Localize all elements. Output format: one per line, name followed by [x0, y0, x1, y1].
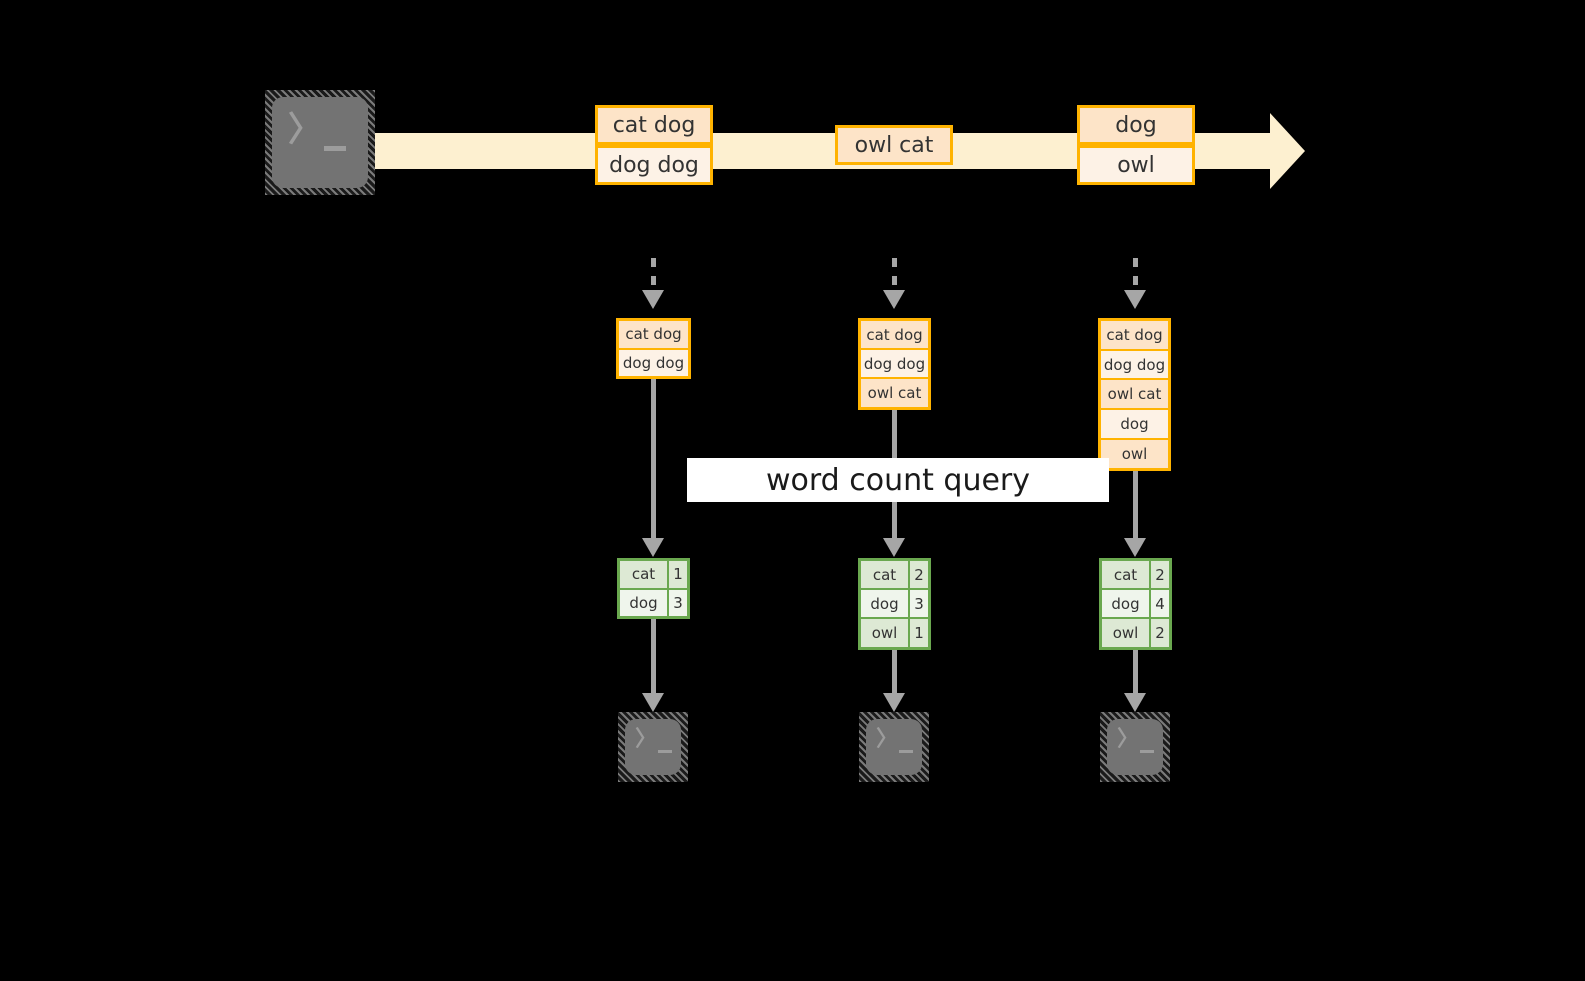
stream-event-2-line-1: owl cat: [835, 125, 953, 165]
snapshot-3-sink-arrowhead-icon: [1124, 693, 1146, 712]
snapshot-3-result-count-1: 2: [1151, 561, 1169, 589]
snapshot-3-result-word-3: owl: [1102, 619, 1149, 647]
snapshot-3-result-word-1: cat: [1102, 561, 1149, 589]
snapshot-2-result-count-1: 2: [910, 561, 928, 589]
terminal-screen: 〉: [272, 97, 368, 188]
snapshot-1-sink-arrowhead-icon: [642, 693, 664, 712]
snapshot-1-feed-dashed-line: [651, 258, 656, 290]
snapshot-1-query-line: [651, 379, 656, 538]
snapshot-3-sink-terminal-icon: 〉: [1100, 712, 1170, 782]
snapshot-1-result-word-2: dog: [620, 589, 667, 616]
terminal-screen: 〉: [866, 719, 922, 775]
snapshot-2-result-count-3: 1: [910, 619, 928, 647]
stream-arrowhead-icon: [1270, 113, 1305, 189]
stream-event-3-line-2: owl: [1077, 145, 1195, 185]
snapshot-3-sink-line: [1133, 649, 1138, 693]
snapshot-1-sink-line: [651, 619, 656, 693]
snapshot-2-input-row-1: cat dog: [861, 321, 928, 349]
snapshot-3-input-row-2: dog dog: [1101, 350, 1168, 379]
terminal-screen: 〉: [625, 719, 681, 775]
stream-event-1-line-2: dog dog: [595, 145, 713, 185]
snapshot-2-result-word-3: owl: [861, 619, 908, 647]
stream-source-terminal-icon: 〉: [265, 90, 375, 195]
snapshot-2-sink-arrowhead-icon: [883, 693, 905, 712]
snapshot-1-input-row-2: dog dog: [619, 349, 688, 376]
terminal-prompt-chevron-icon: 〉: [635, 727, 657, 753]
snapshot-3-feed-dashed-line: [1133, 258, 1138, 290]
word-count-query-banner: word count query: [687, 458, 1109, 502]
snapshot-1-result-count-1: 1: [669, 561, 687, 588]
snapshot-3-input-row-3: owl cat: [1101, 380, 1168, 409]
terminal-prompt-chevron-icon: 〉: [876, 727, 898, 753]
snapshot-2-input-row-2: dog dog: [861, 350, 928, 378]
stream-event-3-line-1: dog: [1077, 105, 1195, 145]
snapshot-2-result-word-2: dog: [861, 590, 908, 618]
snapshot-3-input-row-1: cat dog: [1101, 321, 1168, 349]
snapshot-1-feed-arrowhead-icon: [642, 290, 664, 309]
snapshot-2-input-row-3: owl cat: [861, 379, 928, 407]
snapshot-2-result-word-1: cat: [861, 561, 908, 589]
snapshot-1-result-word-1: cat: [620, 561, 667, 588]
snapshot-1-input-row-1: cat dog: [619, 321, 688, 348]
snapshot-2-query-arrowhead-icon: [883, 538, 905, 557]
terminal-cursor-icon: [324, 146, 346, 151]
snapshot-1-sink-terminal-icon: 〉: [618, 712, 688, 782]
stream-event-1-line-1: cat dog: [595, 105, 713, 145]
snapshot-2-sink-line: [892, 649, 897, 693]
snapshot-1-result-count-2: 3: [669, 589, 687, 616]
terminal-screen: 〉: [1107, 719, 1163, 775]
terminal-cursor-icon: [658, 750, 673, 754]
terminal-cursor-icon: [899, 750, 914, 754]
snapshot-3-result-word-2: dog: [1102, 590, 1149, 618]
snapshot-3-result-count-2: 4: [1151, 590, 1169, 618]
snapshot-2-feed-arrowhead-icon: [883, 290, 905, 309]
terminal-prompt-chevron-icon: 〉: [1117, 727, 1139, 753]
snapshot-3-result-count-3: 2: [1151, 619, 1169, 647]
snapshot-3-query-arrowhead-icon: [1124, 538, 1146, 557]
snapshot-1-query-arrowhead-icon: [642, 538, 664, 557]
terminal-prompt-chevron-icon: 〉: [288, 110, 322, 150]
snapshot-2-result-count-2: 3: [910, 590, 928, 618]
snapshot-3-input-row-4: dog: [1101, 410, 1168, 438]
snapshot-3-input-row-5: owl: [1101, 439, 1168, 468]
snapshot-2-feed-dashed-line: [892, 258, 897, 290]
snapshot-3-feed-arrowhead-icon: [1124, 290, 1146, 309]
snapshot-3-query-line: [1133, 470, 1138, 538]
terminal-cursor-icon: [1140, 750, 1155, 754]
snapshot-2-sink-terminal-icon: 〉: [859, 712, 929, 782]
